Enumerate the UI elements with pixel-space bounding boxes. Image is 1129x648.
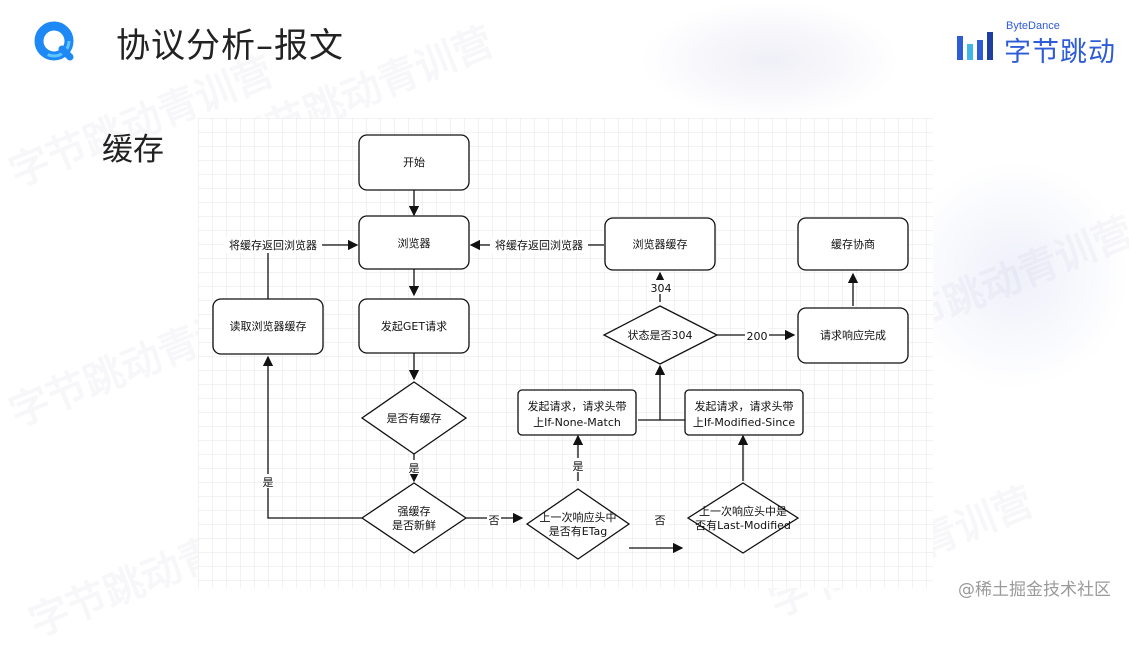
background-decoration — [640, 0, 900, 120]
node-etag-label-2: 是否有ETag — [549, 524, 608, 538]
node-negotiate-label: 缓存协商 — [831, 237, 875, 251]
brand-name-cn: 字节跳动 — [1004, 37, 1116, 68]
cache-flowchart: 开始 浏览器 发起GET请求 是否有缓存 强缓存 是否新鲜 读取浏览器缓存 上一… — [198, 118, 933, 588]
node-req-complete-label: 请求响应完成 — [820, 328, 886, 342]
node-has-cache-label: 是否有缓存 — [387, 411, 442, 425]
node-modified-since-label-2: 上If-Modified-Since — [693, 416, 795, 429]
node-read-cache-label: 读取浏览器缓存 — [230, 319, 307, 333]
edge-label-no-fresh: 否 — [489, 514, 500, 527]
edge-label-return-right: 将缓存返回浏览器 — [495, 238, 583, 252]
node-lastmod-check — [686, 482, 800, 554]
node-strong-cache — [360, 482, 468, 554]
node-strong-cache-label-2: 是否新鲜 — [392, 518, 436, 532]
edge-label-return-left: 将缓存返回浏览器 — [229, 238, 317, 252]
node-has-cache — [360, 381, 468, 455]
edge-label-200: 200 — [747, 330, 768, 343]
node-send-get-label: 发起GET请求 — [381, 319, 447, 333]
background-decoration — [900, 160, 1129, 390]
edge-strong-readcache — [262, 355, 362, 519]
edge-label-yes-etag: 是 — [573, 460, 584, 473]
node-lastmod-label-1: 上一次响应头中是 — [699, 504, 787, 518]
bytedance-bars-icon — [957, 32, 993, 60]
node-etag-label-1: 上一次响应头中 — [540, 510, 617, 524]
edge-label-304: 304 — [651, 282, 672, 295]
section-title: 缓存 — [102, 132, 164, 168]
edge-label-bg — [487, 512, 501, 526]
node-start-label: 开始 — [403, 155, 425, 169]
edge-label-bg — [653, 512, 667, 526]
edge-label-bg — [261, 474, 275, 488]
node-req-complete — [797, 307, 909, 364]
node-req-modified-since — [684, 389, 804, 436]
node-negotiate — [797, 217, 909, 271]
edge-label-yes-fresh: 是 — [263, 476, 274, 489]
node-status-304-label: 状态是否304 — [628, 328, 693, 342]
edge-label-bg — [490, 237, 588, 253]
node-etag-check — [525, 488, 631, 560]
node-read-cache — [212, 298, 324, 355]
node-status-304 — [602, 305, 719, 365]
course-logo-icon — [34, 21, 74, 61]
node-lastmod-label-2: 否有Last-Modified — [695, 518, 791, 532]
source-watermark: @稀土掘金技术社区 — [958, 580, 1111, 600]
node-none-match-label-1: 发起请求，请求头带 — [528, 399, 627, 413]
edge-label-bg — [649, 280, 673, 294]
bytedance-logo: ByteDance 字节跳动 — [955, 20, 1116, 68]
edge-label-bg — [407, 460, 421, 474]
node-none-match-label-2: 上If-None-Match — [533, 416, 621, 429]
node-send-get — [358, 298, 470, 354]
node-modified-since-label-1: 发起请求，请求头带 — [695, 399, 794, 413]
brand-name-en: ByteDance — [1006, 20, 1060, 32]
page-title: 协议分析–报文 — [116, 26, 344, 66]
edge-label-bg — [571, 458, 585, 472]
node-req-none-match — [517, 389, 637, 436]
edge-label-bg — [745, 328, 769, 342]
edge-label-no-etag: 否 — [655, 514, 666, 527]
edge-label-bg — [224, 237, 322, 253]
node-browser — [358, 215, 470, 270]
node-browser-cache — [604, 217, 716, 271]
node-browser-cache-label: 浏览器缓存 — [633, 237, 688, 251]
node-strong-cache-label-1: 强缓存 — [398, 504, 431, 518]
edge-label-yes-has-cache: 是 — [409, 462, 420, 475]
node-browser-label: 浏览器 — [398, 236, 431, 250]
node-start — [358, 134, 470, 191]
